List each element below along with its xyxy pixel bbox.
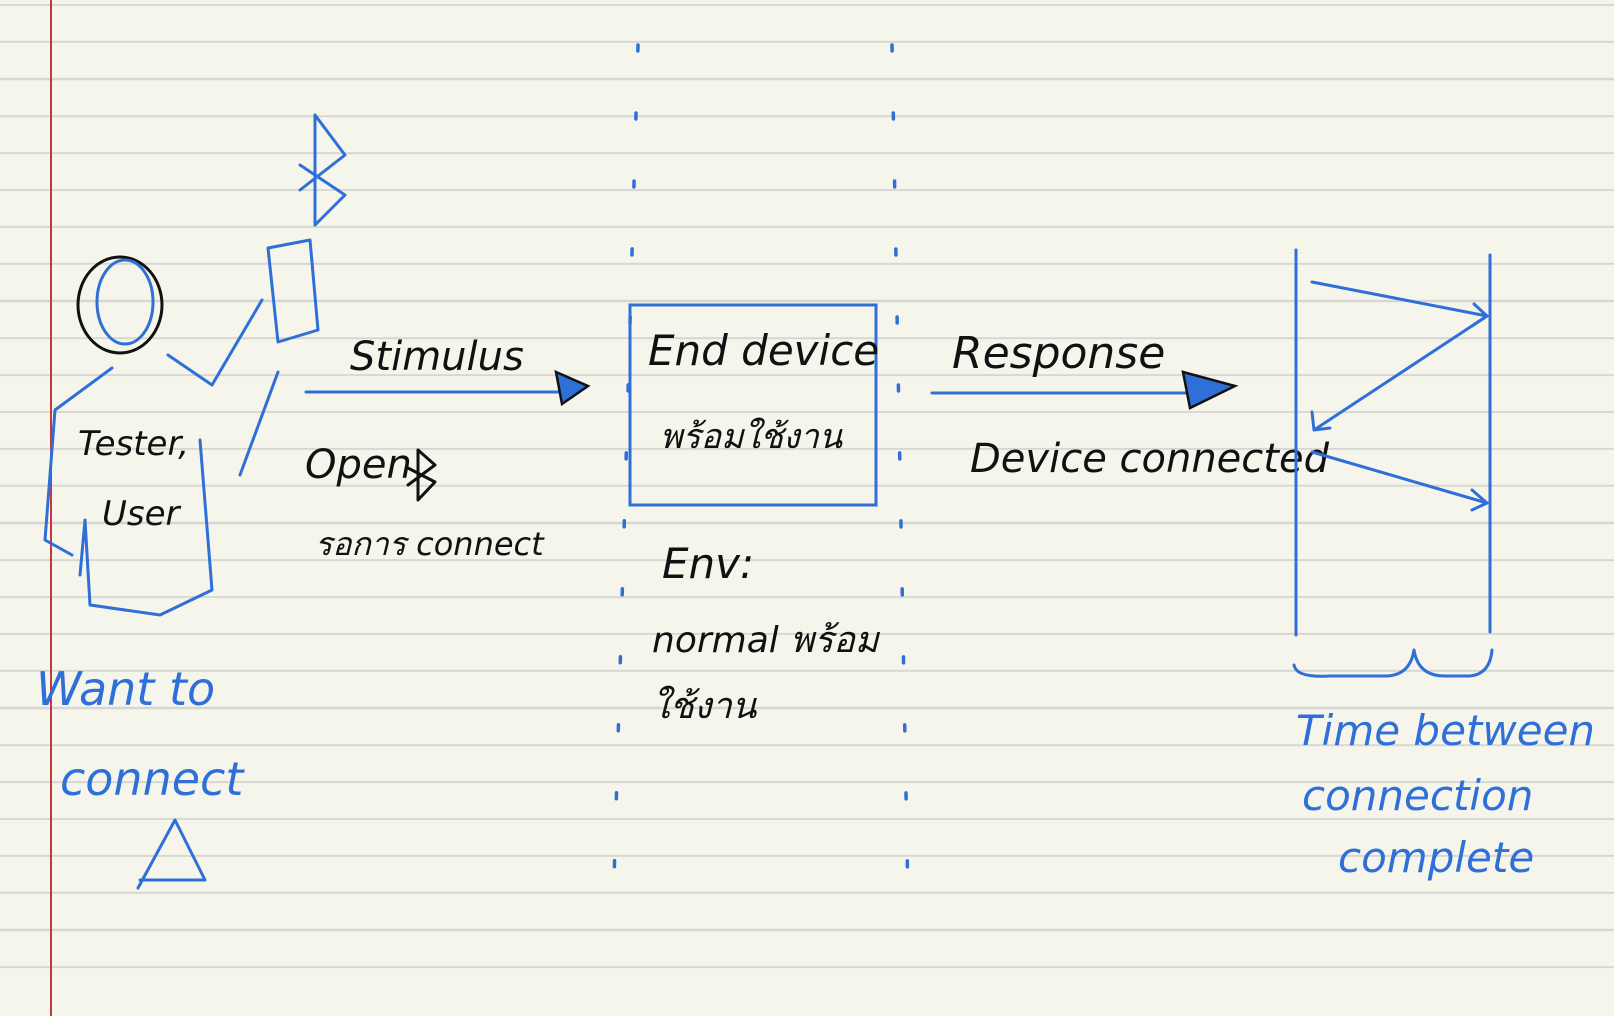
source-caption-line1: Want to [36,662,215,716]
margin-line [50,0,52,1016]
response-measure-timeline [1292,248,1494,678]
response-detail: Device connected [970,436,1330,482]
environment-boundary-left [612,43,640,882]
source-caption-line2: connect [60,752,245,806]
response-label: Response [952,328,1165,379]
bluetooth-icon [406,448,437,502]
artifact-sublabel: พร้อมใช้งาน [660,417,843,457]
phone-icon [266,238,320,344]
env-line2: ใช้งาน [652,685,758,727]
source-label-line2: User [102,494,182,534]
stimulus-detail-line1: Open [305,442,412,488]
env-label: Env: [662,539,754,588]
env-line1: normal พร้อม [652,620,881,661]
source-label-line1: Tester, [78,424,189,464]
artifact-box [628,303,878,507]
bluetooth-icon [298,113,347,227]
bluetooth-icon [136,818,207,890]
person-icon [43,255,280,617]
arrow-right-icon [554,369,591,407]
measure-caption-line1: Time between [1296,706,1595,755]
measure-caption-line3: complete [1338,833,1534,882]
environment-boundary-right [890,43,910,902]
stimulus-label: Stimulus [350,334,524,380]
artifact-label: End device [648,326,879,375]
arrow-right-icon [1181,370,1239,410]
stimulus-detail-line2: รอการ connect [315,525,545,563]
measure-caption-line2: connection [1302,771,1533,820]
